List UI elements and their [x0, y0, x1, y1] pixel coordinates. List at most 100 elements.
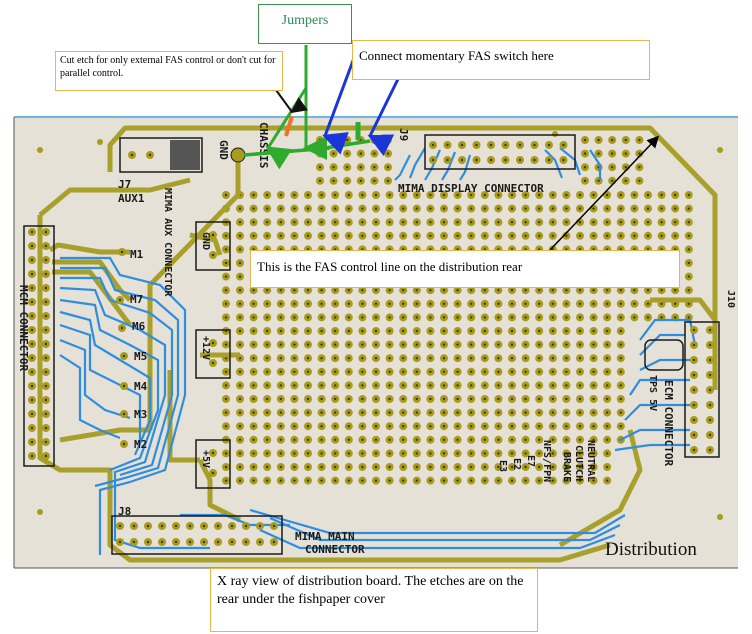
pad-hole [660, 248, 663, 251]
pad-hole [497, 221, 500, 224]
pad-hole [160, 540, 164, 544]
pad-hole [306, 479, 310, 482]
pad-hole [238, 289, 242, 292]
pad-hole [538, 193, 541, 197]
pad-hole [374, 343, 378, 346]
pad-hole [429, 221, 432, 224]
pad-hole [456, 479, 459, 482]
pad-hole [562, 158, 565, 162]
pad-hole [238, 370, 242, 373]
pad-hole [538, 452, 541, 455]
pad-hole [374, 302, 378, 305]
pad-hole [456, 438, 459, 441]
pad-hole [497, 438, 500, 441]
blue-traces [59, 147, 697, 555]
pad-hole [146, 524, 150, 528]
pad-hole [470, 357, 473, 360]
pad-hole [334, 289, 337, 292]
pad-hole [497, 248, 500, 251]
pad-hole [347, 343, 350, 346]
pad-hole [497, 479, 500, 482]
pad-hole [320, 438, 323, 441]
pad-hole [524, 465, 527, 469]
pad-hole [429, 207, 432, 210]
pad-hole [44, 356, 48, 360]
pad-hole [497, 411, 500, 414]
pad-hole [483, 248, 486, 251]
pad-hole [402, 465, 405, 469]
pad-hole [44, 244, 48, 248]
pad-hole [592, 316, 595, 319]
pad-hole [578, 465, 582, 469]
pad-hole [470, 411, 473, 414]
pad-hole [320, 411, 323, 414]
pad-hole [551, 357, 554, 360]
pad-hole [442, 329, 446, 333]
pad-hole [524, 248, 527, 251]
pad-hole [592, 221, 595, 224]
pad-hole [346, 152, 349, 155]
silk-m2: M2 [134, 438, 147, 451]
pad-hole [442, 234, 446, 237]
pad-hole [361, 234, 364, 237]
pad-hole [597, 138, 600, 142]
pad-hole [646, 234, 650, 237]
pad-hole [216, 540, 220, 544]
pad-hole [386, 179, 390, 182]
silk-e7: E7 [525, 455, 536, 467]
pad-hole [44, 412, 48, 416]
pad-hole [361, 465, 364, 469]
pad-hole [347, 425, 350, 428]
pad-hole [318, 166, 322, 169]
pad-hole [429, 384, 432, 387]
pad-hole [619, 384, 622, 387]
pad-hole [497, 425, 500, 428]
pad-hole [293, 329, 296, 333]
pad-hole [606, 329, 609, 333]
pad-hole [565, 248, 568, 251]
pad-hole [211, 253, 215, 257]
pad-hole [592, 411, 595, 414]
pad-hole [44, 230, 48, 234]
pad-hole [674, 193, 677, 197]
pad-hole [524, 479, 527, 482]
pad-hole [510, 329, 514, 333]
pad-hole [708, 418, 712, 422]
pad-hole [692, 403, 696, 407]
pad-hole [238, 411, 242, 414]
pad-hole [211, 233, 215, 237]
pad-hole [565, 384, 568, 387]
silk-gnd-terminal: GND [200, 232, 211, 250]
pad-hole [279, 425, 282, 428]
pad-hole [470, 479, 473, 482]
pad-hole [565, 397, 568, 401]
pad-hole [633, 302, 636, 305]
pad-hole [597, 152, 600, 155]
pad-hole [547, 158, 551, 162]
pad-hole [118, 540, 122, 544]
pad-hole [510, 302, 514, 305]
pad-hole [510, 289, 514, 292]
pad-hole [592, 302, 595, 305]
pad-hole [583, 179, 587, 182]
pad-hole [565, 207, 568, 210]
pad-hole [402, 357, 405, 360]
pad-hole [470, 193, 473, 197]
pad-hole [415, 357, 418, 360]
pad-hole [497, 234, 500, 237]
pad-hole [118, 524, 122, 528]
pad-hole [415, 397, 418, 401]
pad-hole [551, 234, 554, 237]
pad-hole [708, 448, 712, 452]
pad-hole [122, 354, 126, 358]
pad-hole [470, 425, 473, 428]
pad-hole [266, 465, 269, 469]
pad-hole [510, 370, 514, 373]
pad-hole [402, 193, 405, 197]
pad-hole [510, 384, 514, 387]
pad-hole [578, 234, 582, 237]
pad-hole [266, 452, 269, 455]
pad-hole [619, 343, 622, 346]
pad-hole [266, 411, 269, 414]
pad-hole [606, 438, 609, 441]
